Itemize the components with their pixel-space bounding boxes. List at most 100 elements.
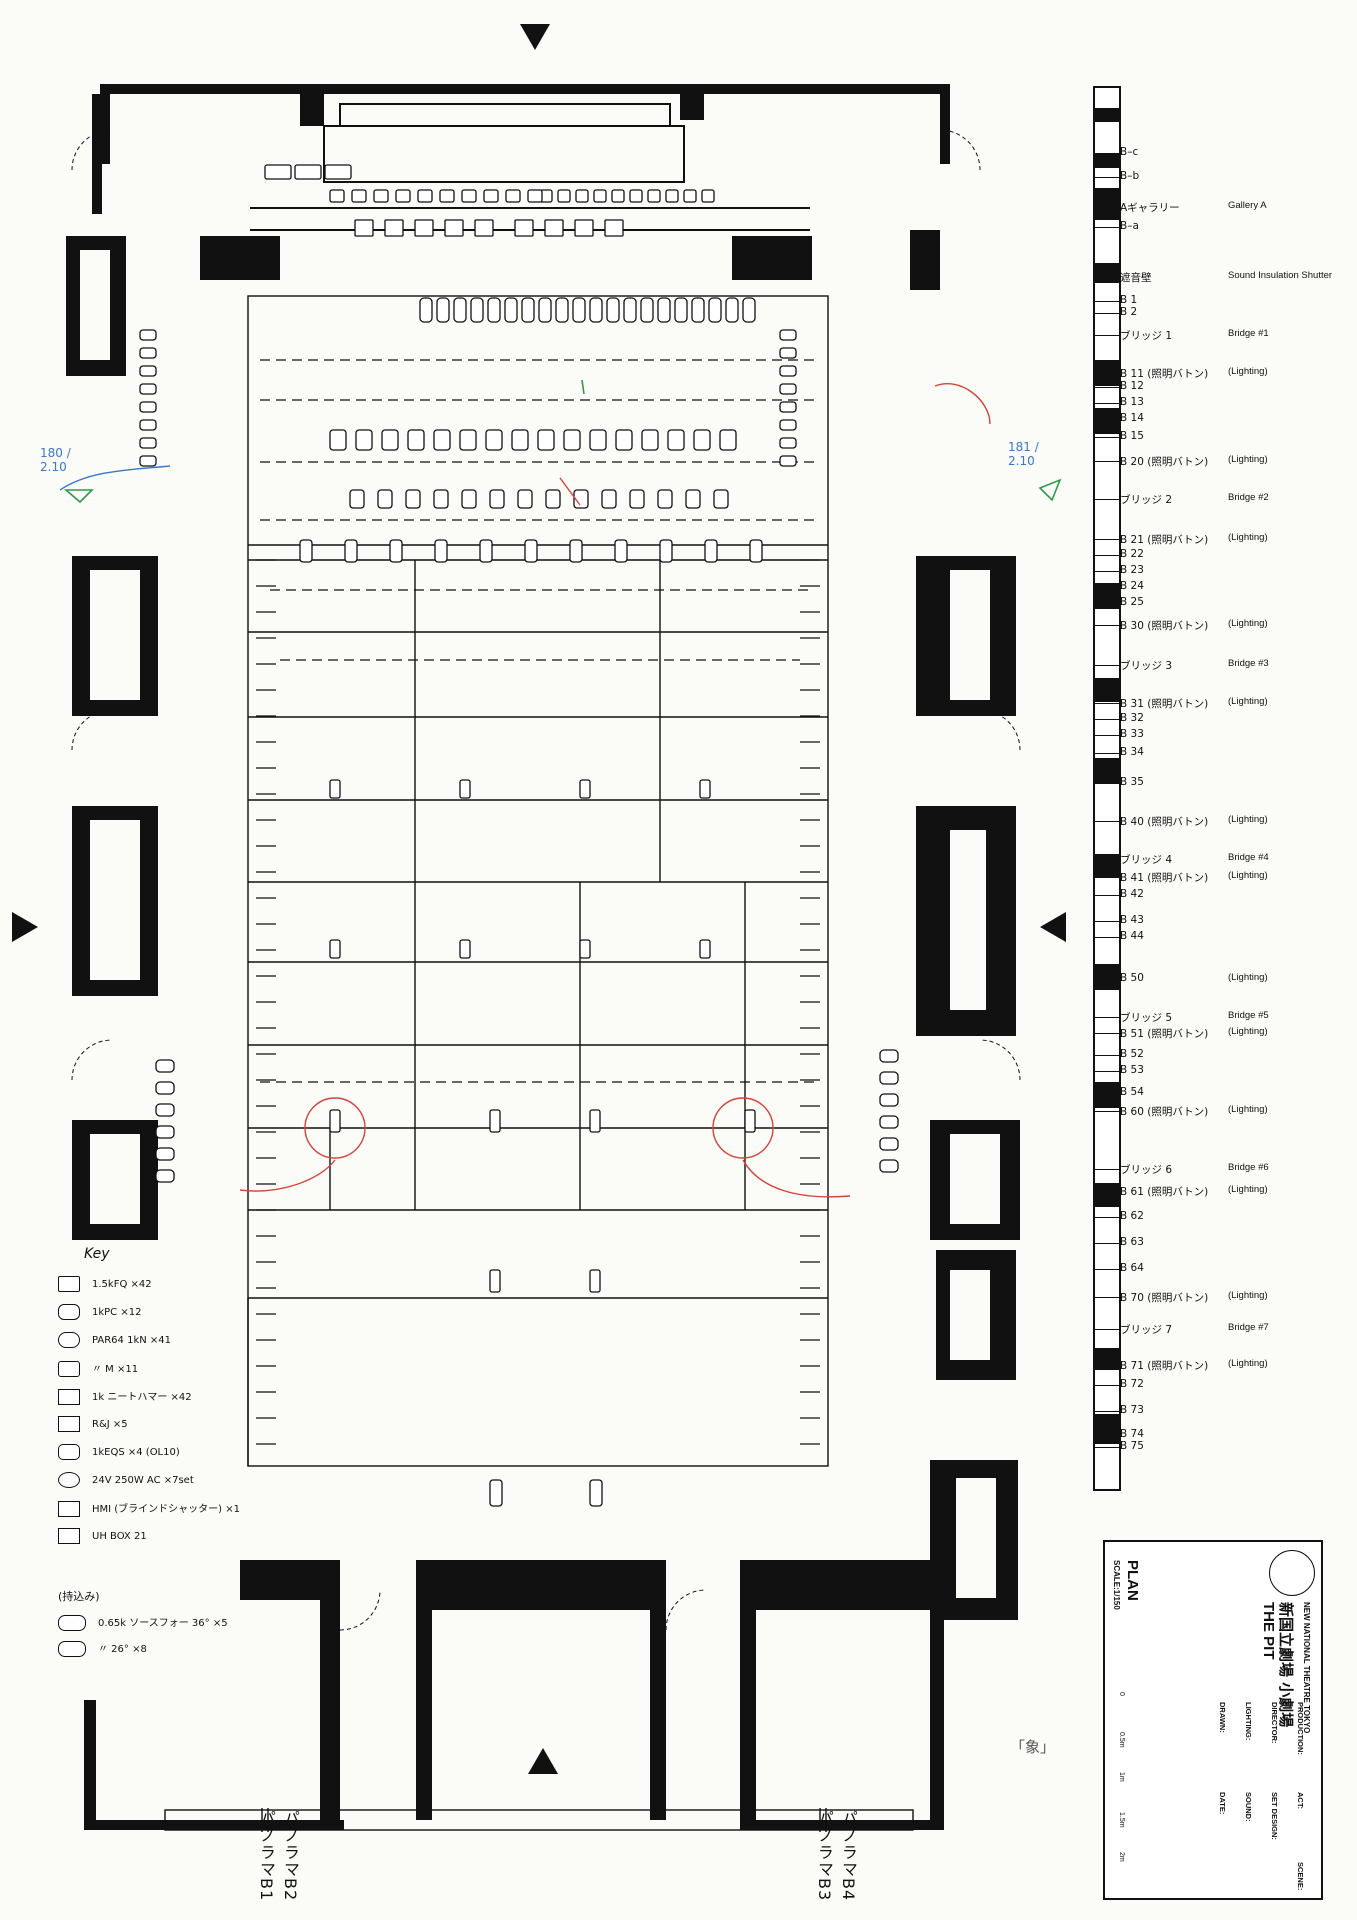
lighting-fixture-icon: [742, 297, 756, 323]
lighting-fixture-icon: [373, 189, 389, 203]
lighting-fixture-icon: [155, 1059, 175, 1073]
lighting-fixture-icon: [419, 297, 433, 323]
lighting-fixture-icon: [139, 365, 157, 377]
key-item-label: 1.5kFQ ×42: [92, 1279, 152, 1290]
lighting-fixture-icon: [538, 297, 552, 323]
scale-bar-label: 0.5m: [1118, 1732, 1125, 1748]
bridge-rail-label: B 33: [1120, 728, 1144, 740]
key-item: UH BOX 21: [58, 1528, 147, 1552]
key-item: 1kPC ×12: [58, 1304, 141, 1328]
lighting-fixture-icon: [704, 539, 718, 563]
lighting-fixture-icon: [589, 1479, 603, 1507]
bridge-rail: [1093, 86, 1121, 1491]
fixture-symbol-icon: [58, 1472, 80, 1488]
lighting-fixture-icon: [657, 297, 671, 323]
lighting-fixture-icon: [139, 419, 157, 431]
bridge-rail-label: ブリッジ 4: [1120, 854, 1173, 866]
fixture-symbol-icon: [58, 1276, 80, 1292]
lighting-fixture-icon: [563, 429, 581, 451]
lighting-fixture-icon: [436, 297, 450, 323]
bridge-rail-label: B 44: [1120, 930, 1144, 942]
lighting-fixture-icon: [433, 429, 451, 451]
lighting-fixture-icon: [521, 297, 535, 323]
bridge-rail-label: B 51 (照明バトン): [1120, 1028, 1209, 1040]
lighting-fixture-icon: [589, 297, 603, 323]
bridge-rail-english: (Lighting): [1228, 454, 1268, 465]
lighting-fixture-icon: [779, 437, 797, 449]
bridge-rail-label: B 54: [1120, 1086, 1144, 1098]
lighting-fixture-icon: [640, 297, 654, 323]
lighting-fixture-icon: [779, 383, 797, 395]
lighting-fixture-icon: [407, 429, 425, 451]
bottom-marker-icon: [528, 1748, 558, 1774]
bridge-rail-label: B 60 (照明バトン): [1120, 1106, 1209, 1118]
lighting-fixture-icon: [389, 539, 403, 563]
lighting-fixture-icon: [139, 437, 157, 449]
corner-mark: 「象」: [1010, 1738, 1056, 1756]
lighting-fixture-icon: [615, 429, 633, 451]
bridge-rail-english: (Lighting): [1228, 1184, 1268, 1195]
lighting-fixture-icon: [459, 779, 471, 799]
title-block-field: ACT:: [1296, 1792, 1305, 1810]
bridge-rail-label: B 22: [1120, 548, 1144, 560]
lighting-fixture-icon: [489, 1479, 503, 1507]
lighting-fixture-icon: [414, 219, 434, 237]
title-block-field: LIGHTING:: [1244, 1702, 1253, 1741]
title-block-field: DATE:: [1218, 1792, 1227, 1815]
key-item-label: 1kPC ×12: [92, 1307, 142, 1318]
lighting-fixture-icon: [606, 297, 620, 323]
bridge-rail-label: 遮音壁: [1120, 272, 1152, 284]
lighting-fixture-icon: [629, 489, 645, 509]
bridge-grid: [247, 295, 829, 1467]
fixtures: [139, 164, 899, 1507]
lighting-fixture-icon: [517, 489, 533, 509]
lighting-fixture-icon: [344, 539, 358, 563]
theatre-name-jp: 新国立劇場 小劇場: [1277, 1602, 1295, 1728]
panorama-label-left: パノラマB2 パノラマB1: [257, 1810, 300, 1902]
lighting-fixture-icon: [579, 779, 591, 799]
lighting-fixture-icon: [139, 347, 157, 359]
lighting-fixture-icon: [879, 1049, 899, 1063]
drawing-title: PLAN: [1124, 1560, 1141, 1601]
lighting-fixture-icon: [444, 219, 464, 237]
fixture-symbol-icon: [58, 1304, 80, 1320]
lighting-fixture-icon: [453, 297, 467, 323]
bridge-rail-english: (Lighting): [1228, 1026, 1268, 1037]
fixture-symbol-icon: [58, 1501, 80, 1517]
lighting-fixture-icon: [155, 1103, 175, 1117]
fixture-symbol-icon: [58, 1361, 80, 1377]
lighting-fixture-icon: [683, 189, 697, 203]
bridge-rail-english: (Lighting): [1228, 696, 1268, 707]
key-extra-label: 〃 26° ×8: [98, 1644, 147, 1655]
lighting-fixture-icon: [155, 1169, 175, 1183]
lighting-fixture-icon: [779, 329, 797, 341]
lighting-fixture-icon: [701, 189, 715, 203]
bridge-rail-label: B 70 (照明バトン): [1120, 1292, 1209, 1304]
lighting-fixture-icon: [611, 189, 625, 203]
bridge-rail-label: ブリッジ 6: [1120, 1164, 1173, 1176]
lighting-fixture-icon: [879, 1071, 899, 1085]
lighting-fixture-icon: [699, 779, 711, 799]
lighting-fixture-icon: [779, 455, 797, 467]
bridge-rail-label: B 41 (照明バトン): [1120, 872, 1209, 884]
scale-bar-label: 2m: [1118, 1852, 1125, 1862]
bridge-rail-label: B–a: [1120, 220, 1139, 232]
key-item-label: 〃 M ×11: [92, 1364, 139, 1375]
bridge-rail-english: (Lighting): [1228, 1104, 1268, 1115]
lighting-fixture-icon: [537, 429, 555, 451]
lighting-fixture-icon: [573, 489, 589, 509]
lighting-fixture-icon: [485, 429, 503, 451]
bridge-rail-label: B 43: [1120, 914, 1144, 926]
bridge-rail-label: B 34: [1120, 746, 1144, 758]
bridge-rail-english: Bridge #1: [1228, 328, 1269, 339]
scale-bar-label: 1.5m: [1118, 1812, 1125, 1828]
bridge-rail-label: ブリッジ 5: [1120, 1012, 1173, 1024]
lighting-fixture-icon: [489, 489, 505, 509]
title-block-field: SCENE:: [1296, 1862, 1305, 1891]
lighting-fixture-icon: [489, 1269, 501, 1293]
lighting-fixture-icon: [377, 489, 393, 509]
bridge-rail-label: B 20 (照明バトン): [1120, 456, 1209, 468]
lighting-fixture-icon: [879, 1137, 899, 1151]
lighting-fixture-icon: [604, 219, 624, 237]
bridge-rail-label: B 21 (照明バトン): [1120, 534, 1209, 546]
